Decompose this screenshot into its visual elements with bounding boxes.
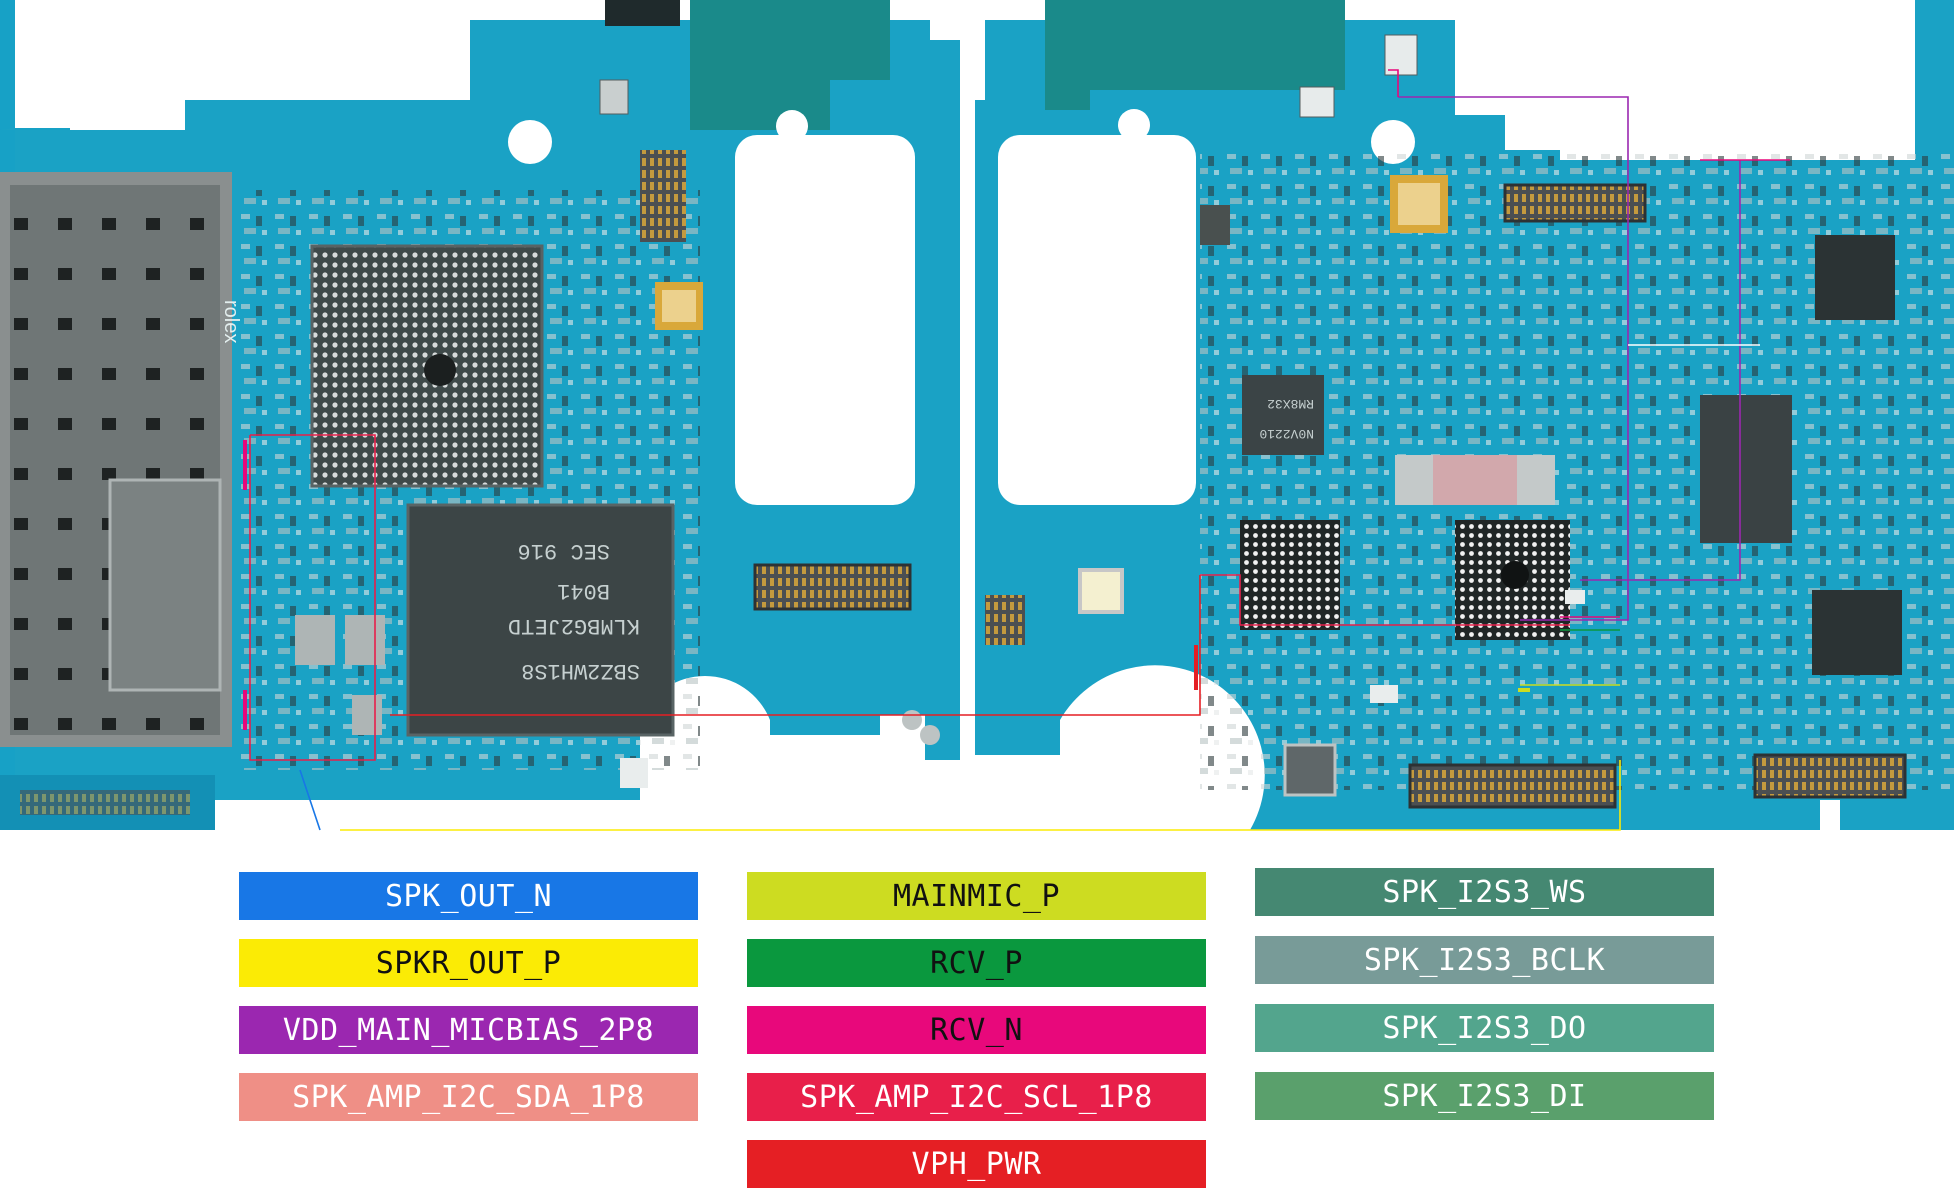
right-label-tag	[1370, 685, 1398, 703]
trace-micbias-2	[1580, 160, 1741, 581]
left-label-r810	[620, 758, 648, 788]
right-cutout	[998, 135, 1196, 505]
left-screw-hole	[508, 120, 552, 164]
left-inductor-2	[345, 615, 385, 665]
legend-label: MAINMIC_P	[892, 878, 1061, 914]
legend-label: VDD_MAIN_MICBIAS_2P8	[282, 1012, 655, 1048]
right-flex-area	[1045, 0, 1345, 110]
left-inductor-3	[352, 695, 382, 735]
legend-mainmic-p: MAINMIC_P	[747, 872, 1206, 920]
right-screw-hole-1	[1118, 109, 1150, 141]
trace-spk-out-n	[299, 769, 321, 831]
legend-rcv-n: RCV_N	[747, 1006, 1206, 1054]
right-bottom-connector	[1408, 763, 1617, 809]
trace-scl	[1200, 574, 1570, 626]
legend-spk-out-n: SPK_OUT_N	[239, 872, 698, 920]
left-side-connector	[640, 150, 686, 242]
right-ic-bottom	[1812, 590, 1902, 675]
legend-spk-amp-scl: SPK_AMP_I2C_SCL_1P8	[747, 1073, 1206, 1121]
left-flex-area	[690, 0, 890, 130]
right-mic	[1384, 34, 1418, 76]
chip-text-3: B041	[557, 578, 610, 603]
right-ic-side	[1700, 395, 1792, 543]
legend-label: RCV_N	[930, 1012, 1023, 1048]
legend-label: SPK_I2S3_BCLK	[1363, 942, 1606, 978]
right-small-connector	[1283, 743, 1337, 797]
right-ic-top	[1815, 235, 1895, 320]
right-top-sensor	[1299, 86, 1335, 118]
legend-label: SPK_AMP_I2C_SDA_1P8	[292, 1079, 645, 1115]
left-mic	[599, 79, 629, 115]
chip-text-4: SEC 916	[518, 538, 610, 563]
antenna-pad-1	[902, 710, 922, 730]
chip-text-5: N0V2210	[1259, 426, 1314, 441]
pcb-board-photo: SBZ2WH1S8 KLMBG2JETD B041 SEC 916 rolex …	[0, 0, 1954, 831]
sim-latch	[108, 478, 222, 692]
legend-vph-pwr: VPH_PWR	[747, 1140, 1206, 1188]
legend-spk-i2s3-di: SPK_I2S3_DI	[1255, 1072, 1714, 1120]
legend-label: SPK_I2S3_DO	[1382, 1010, 1587, 1046]
signal-traces	[249, 69, 1790, 831]
left-cutout	[735, 135, 915, 505]
legend-rcv-p: RCV_P	[747, 939, 1206, 987]
antenna-pad-2	[920, 725, 940, 745]
legend-spk-i2s3-bclk: SPK_I2S3_BCLK	[1255, 936, 1714, 984]
chip-text-6: RM8X32	[1267, 396, 1314, 411]
left-inductor-1	[295, 615, 335, 665]
legend-vdd-main-micbias: VDD_MAIN_MICBIAS_2P8	[239, 1006, 698, 1054]
left-emmc-chip	[406, 503, 675, 737]
legend-spk-i2s3-do: SPK_I2S3_DO	[1255, 1004, 1714, 1052]
trace-rcv-n-top	[1388, 69, 1399, 97]
legend-label: SPK_I2S3_WS	[1382, 874, 1587, 910]
trace-vph-pwr	[390, 575, 1201, 716]
right-bga-1	[1240, 520, 1340, 630]
left-top-connector	[605, 0, 680, 26]
legend-label: SPK_OUT_N	[384, 878, 553, 914]
right-top-connector	[1503, 183, 1647, 223]
left-bottom-connector	[753, 563, 912, 611]
trace-pins	[243, 440, 1530, 730]
left-screw-hole-2	[776, 110, 808, 142]
legend-spk-amp-sda: SPK_AMP_I2C_SDA_1P8	[239, 1073, 698, 1121]
legend-label: SPK_I2S3_DI	[1382, 1078, 1587, 1114]
trace-micbias	[1398, 96, 1629, 621]
legend-spk-i2s3-ws: SPK_I2S3_WS	[1255, 868, 1714, 916]
legend-spkr-out-p: SPKR_OUT_P	[239, 939, 698, 987]
legend-label: VPH_PWR	[911, 1146, 1042, 1182]
legend-label: RCV_P	[930, 945, 1023, 981]
legend-label: SPK_AMP_I2C_SCL_1P8	[800, 1079, 1153, 1115]
right-side-clip	[985, 595, 1025, 645]
right-cap	[1200, 205, 1230, 245]
trace-spkr-out-p	[340, 760, 1621, 831]
chip-text-1: SBZ2WH1S8	[521, 658, 640, 683]
right-bottom-connector-2	[1753, 753, 1907, 799]
chip-text-2: KLMBG2JETD	[508, 613, 640, 638]
silk-rolex: rolex	[220, 300, 242, 343]
right-ic-rm8x32	[1242, 375, 1324, 455]
flash-led	[1078, 568, 1124, 614]
legend-label: SPKR_OUT_P	[375, 945, 562, 981]
trace-scl-box	[249, 434, 376, 761]
